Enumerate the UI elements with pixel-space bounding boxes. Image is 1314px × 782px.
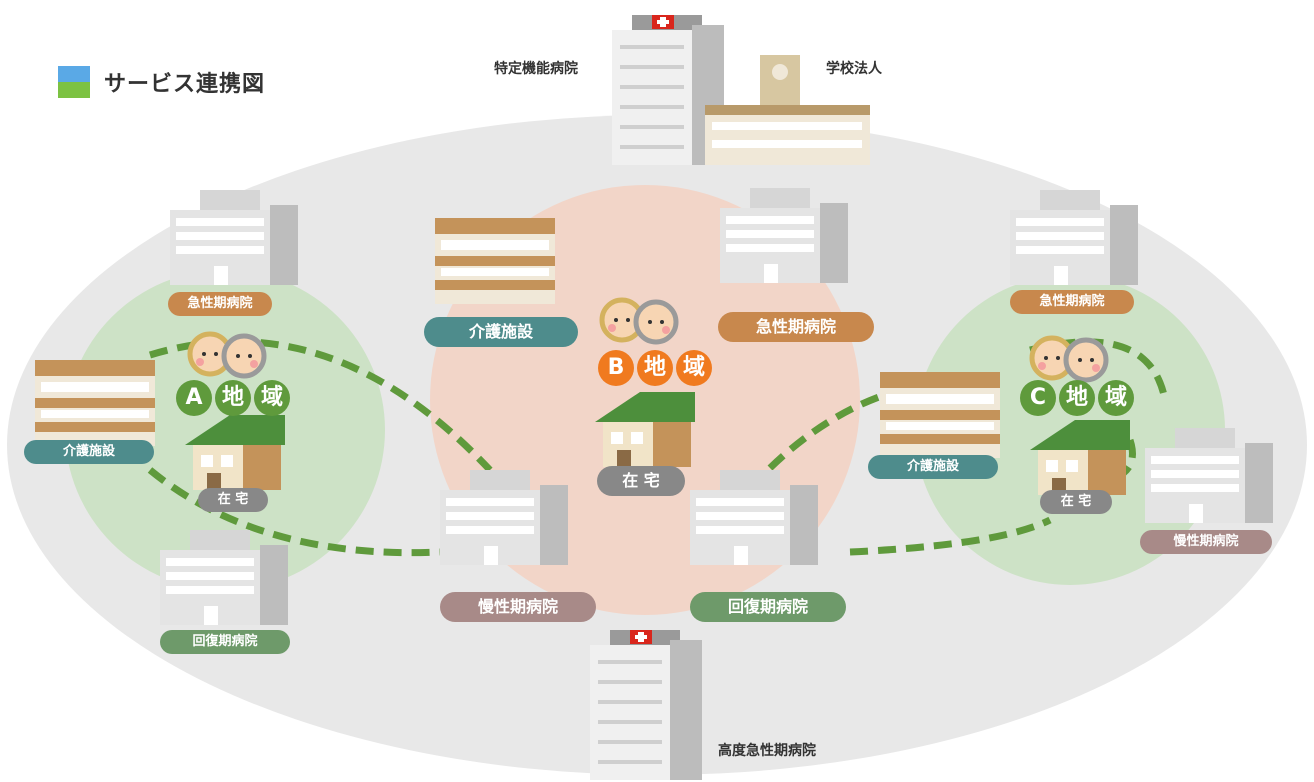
region-c-badge: C 地 域	[1020, 380, 1134, 416]
region-b-char-1: 地	[637, 350, 673, 386]
region-c-char-1: 地	[1059, 380, 1095, 416]
region-b-letter: B	[598, 350, 634, 386]
region-b-care-facility-icon	[435, 218, 555, 304]
region-b-acute-label: 急性期病院	[718, 312, 874, 342]
gakko-label: 学校法人	[826, 61, 882, 77]
kodo-label: 高度急性期病院	[718, 743, 816, 759]
region-b-home-label: 在 宅	[597, 466, 685, 496]
region-b-badge: B 地 域	[598, 350, 712, 386]
kodo-hospital-icon	[590, 630, 702, 780]
region-c-elders-icon	[1032, 338, 1106, 380]
diagram-title: サービス連携図	[58, 66, 265, 98]
region-c-care-label: 介護施設	[868, 455, 998, 479]
region-a-home-label: 在 宅	[198, 488, 268, 512]
region-b-elders-icon	[602, 300, 676, 342]
region-c-chronic-label: 慢性期病院	[1140, 530, 1272, 554]
region-c-char-2: 域	[1098, 380, 1134, 416]
region-c-letter: C	[1020, 380, 1056, 416]
school-building-icon	[705, 55, 870, 165]
region-c-care-facility-icon	[880, 372, 1000, 458]
region-a-elders-icon	[190, 334, 264, 376]
region-b-care-label: 介護施設	[424, 317, 578, 347]
title-square-icon	[58, 66, 90, 98]
region-c-home-label: 在 宅	[1040, 490, 1112, 514]
region-b-char-2: 域	[676, 350, 712, 386]
region-a-char-2: 域	[254, 380, 290, 416]
region-b-recovery-label: 回復期病院	[690, 592, 846, 622]
page-title: サービス連携図	[104, 72, 266, 97]
region-b-chronic-label: 慢性期病院	[440, 592, 596, 622]
region-c-acute-label: 急性期病院	[1010, 290, 1134, 314]
region-a-recovery-label: 回復期病院	[160, 630, 290, 654]
region-a-letter: A	[176, 380, 212, 416]
tokutei-label: 特定機能病院	[494, 61, 578, 77]
region-a-care-label: 介護施設	[24, 440, 154, 464]
region-a-badge: A 地 域	[176, 380, 290, 416]
connection-lines	[147, 338, 1169, 557]
region-a-acute-label: 急性期病院	[168, 292, 272, 316]
region-a-char-1: 地	[215, 380, 251, 416]
region-a-care-facility-icon	[35, 360, 155, 446]
